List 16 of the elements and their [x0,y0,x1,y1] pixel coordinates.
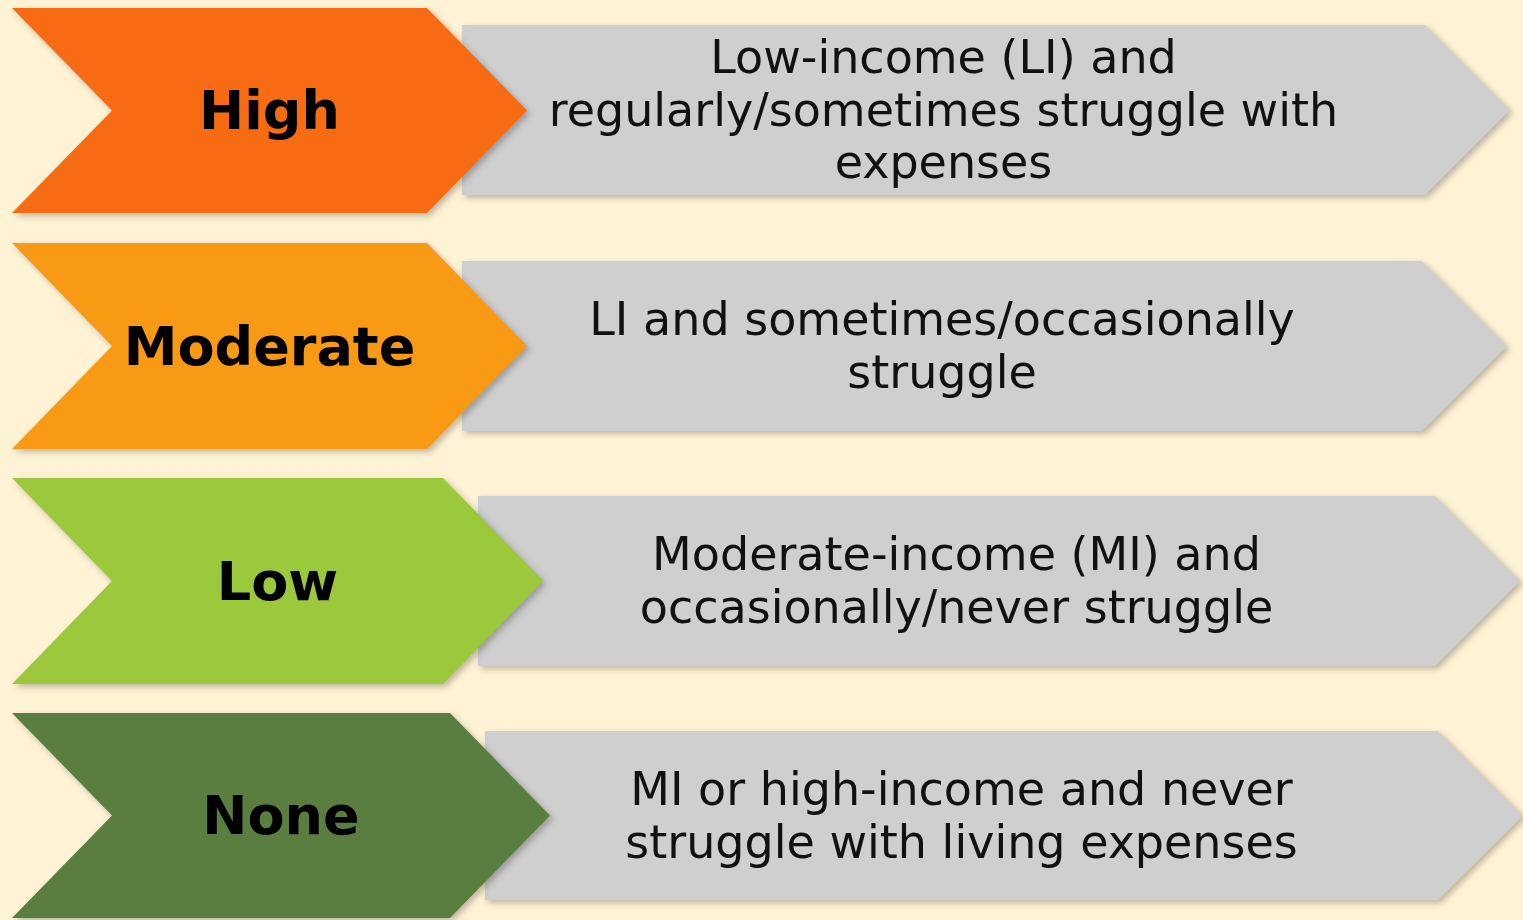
description-text: Moderate-income (MI) and occasionally/never struggle [638,528,1275,634]
level-label: Moderate [123,314,416,378]
level-label: High [199,79,340,142]
description-banner [462,25,1510,195]
description-banner [462,261,1507,431]
level-banner [12,713,550,918]
description-banner [478,496,1520,666]
description-text: LI and sometimes/occasionally struggle [588,293,1296,399]
description-banner [485,731,1523,900]
level-label: None [202,784,360,847]
level-banner [12,243,527,449]
level-label: Low [216,549,339,613]
description-text: Low-income (LI) and regularly/sometimes struggle with expenses [547,30,1340,190]
level-banner [12,478,543,684]
level-banner [12,8,527,213]
description-text: MI or high-income and never struggle with living expenses [624,762,1299,869]
